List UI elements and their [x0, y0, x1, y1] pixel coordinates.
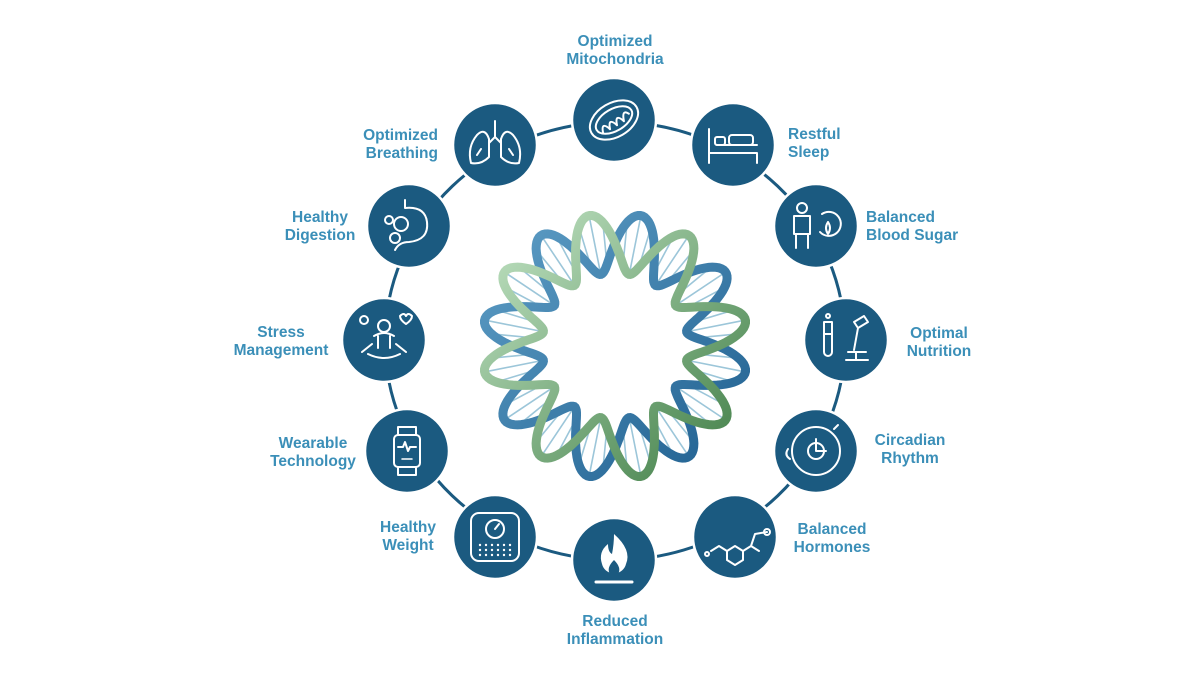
helix-rung: [503, 385, 555, 421]
helix-rung: [588, 215, 602, 275]
scale-icon: [470, 512, 520, 562]
node-sleep: [689, 101, 777, 189]
node-weight: [451, 493, 539, 581]
smartwatch-icon: [393, 426, 421, 476]
molecule-icon: [704, 528, 771, 566]
helix-rung: [484, 359, 544, 373]
helix-strand-green: [480, 211, 750, 481]
blood-sugar-icon: [793, 202, 842, 249]
helix-rung: [540, 406, 576, 458]
microscope-icon: [823, 313, 869, 361]
node-stress: [340, 296, 428, 384]
helix-rung: [628, 417, 642, 477]
node-hormones: [691, 493, 779, 581]
node-circle: [772, 182, 860, 270]
meditation-icon: [359, 313, 413, 359]
node-circadian: [772, 407, 860, 495]
node-nutrition: [802, 296, 890, 384]
helix-rung: [484, 319, 544, 333]
helix-rung: [686, 319, 746, 333]
helix-rung: [503, 271, 555, 307]
node-digestion: [365, 182, 453, 270]
node-circle: [365, 182, 453, 270]
helix-rung: [628, 215, 642, 275]
node-mitochondria: [570, 76, 658, 164]
bed-icon: [708, 128, 758, 164]
lungs-icon: [468, 120, 522, 165]
node-breathing: [451, 101, 539, 189]
helix-rung: [675, 385, 727, 421]
flame-icon: [594, 534, 634, 584]
mitochondria-icon: [588, 99, 640, 141]
helix-rung: [588, 417, 602, 477]
helix-rung: [654, 234, 690, 286]
node-circle: [451, 101, 539, 189]
node-blood-sugar: [772, 182, 860, 270]
node-wearable: [363, 407, 451, 495]
node-circle: [340, 296, 428, 384]
helix-rung: [654, 406, 690, 458]
node-circle: [570, 76, 658, 164]
node-circle: [691, 493, 779, 581]
clock-icon: [785, 424, 841, 476]
helix-rung: [675, 271, 727, 307]
dna-helix-ring: [480, 211, 750, 481]
node-circle: [802, 296, 890, 384]
node-inflammation: [570, 516, 658, 604]
helix-rung: [540, 234, 576, 286]
helix-rung: [686, 359, 746, 373]
stomach-icon: [384, 199, 429, 251]
connecting-ring: [383, 120, 847, 562]
